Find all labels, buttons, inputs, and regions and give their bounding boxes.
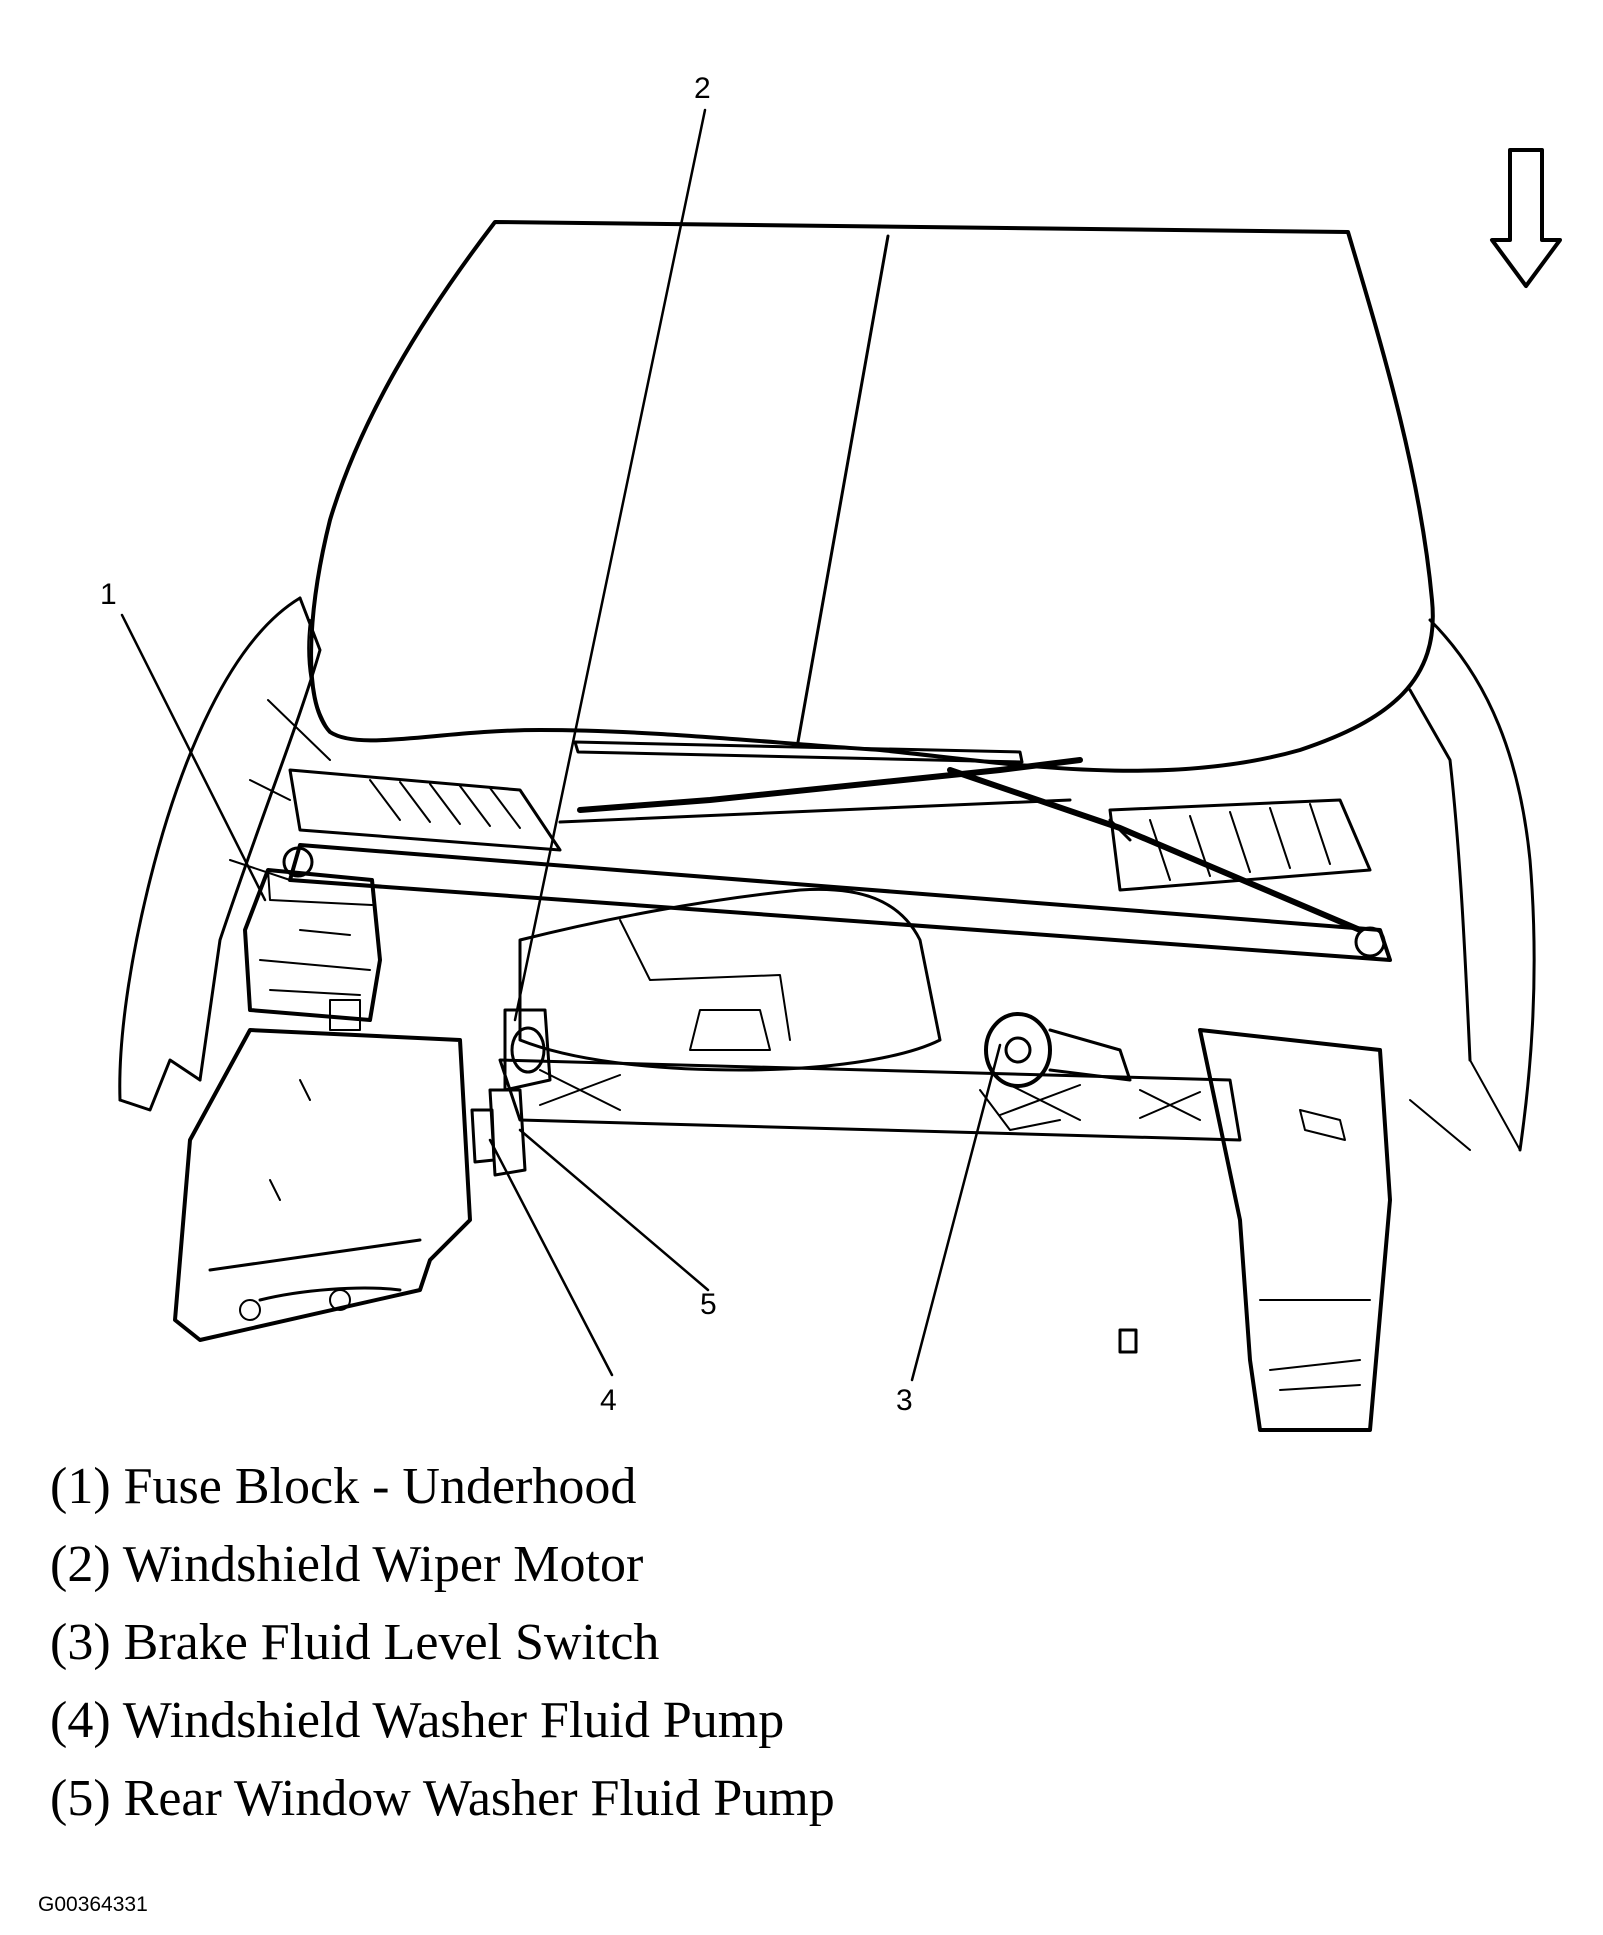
- leader-lines: [120, 108, 1002, 1382]
- legend-label: Fuse Block - Underhood: [123, 1458, 637, 1515]
- left-wheelhouse: [173, 1028, 472, 1342]
- legend: (1) Fuse Block - Underhood (2) Windshiel…: [50, 1448, 835, 1838]
- legend-item: (1) Fuse Block - Underhood: [50, 1448, 835, 1526]
- callout-5: 5: [700, 1288, 717, 1321]
- hood-outline: [307, 220, 1435, 773]
- legend-number: (1): [50, 1458, 111, 1515]
- legend-label: Windshield Washer Fluid Pump: [122, 1692, 785, 1749]
- legend-number: (2): [50, 1536, 111, 1593]
- callout-1: 1: [100, 578, 117, 611]
- washer-pumps: [470, 1088, 527, 1177]
- right-wheelhouse: [1118, 1028, 1392, 1432]
- cowl-panels: [288, 768, 1372, 892]
- left-fender: [118, 596, 331, 1112]
- legend-label: Brake Fluid Level Switch: [123, 1614, 660, 1671]
- legend-item: (5) Rear Window Washer Fluid Pump: [50, 1760, 835, 1838]
- wiper-assembly: [558, 740, 1363, 933]
- engine-compartment-illustration: [118, 108, 1562, 1432]
- front-crossmember: [498, 1058, 1242, 1142]
- callout-3: 3: [896, 1384, 913, 1417]
- legend-label: Rear Window Washer Fluid Pump: [123, 1770, 835, 1827]
- arrow-down-icon: [1490, 148, 1562, 288]
- callout-4: 4: [600, 1384, 617, 1417]
- legend-number: (4): [50, 1692, 111, 1749]
- figure-id: G00364331: [38, 1893, 148, 1916]
- brake-reservoir: [979, 1012, 1132, 1131]
- legend-number: (3): [50, 1614, 111, 1671]
- legend-item: (3) Brake Fluid Level Switch: [50, 1604, 835, 1682]
- firewall: [518, 887, 942, 1072]
- legend-number: (5): [50, 1770, 111, 1827]
- legend-item: (4) Windshield Washer Fluid Pump: [50, 1682, 835, 1760]
- fuse-block: [243, 868, 382, 1031]
- legend-item: (2) Windshield Wiper Motor: [50, 1526, 835, 1604]
- wiper-motor: [503, 1008, 552, 1092]
- legend-label: Windshield Wiper Motor: [122, 1536, 644, 1593]
- cowl-crossbar: [282, 843, 1392, 962]
- callout-2: 2: [694, 72, 711, 105]
- right-fender: [1408, 618, 1536, 1152]
